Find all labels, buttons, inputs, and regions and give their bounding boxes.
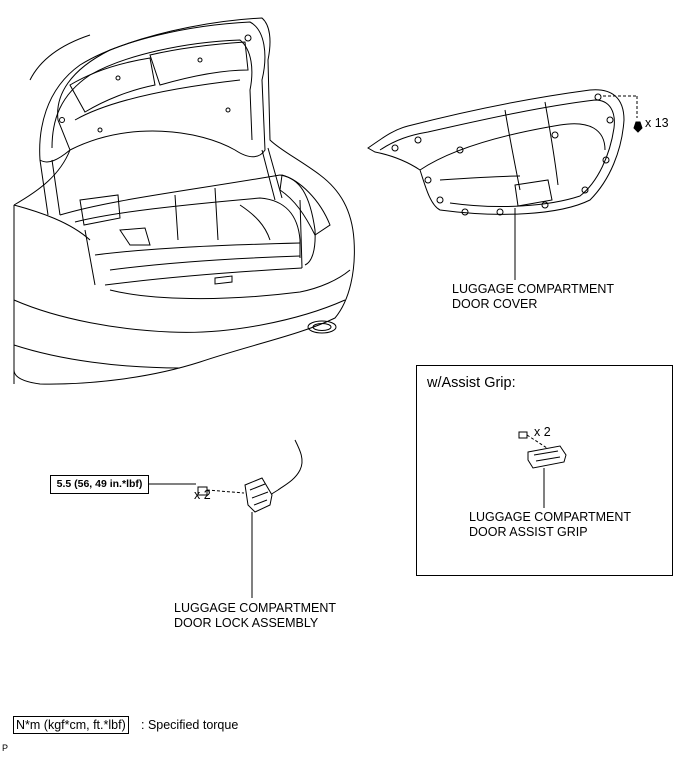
lock-bolt-count: x 2	[194, 488, 211, 502]
assist-grip-label-line2: DOOR ASSIST GRIP	[469, 525, 588, 539]
assist-grip-label: LUGGAGE COMPARTMENT DOOR ASSIST GRIP	[469, 510, 631, 540]
door-lock-label-line2: DOOR LOCK ASSEMBLY	[174, 616, 319, 630]
grip-screw-count: x 2	[534, 425, 551, 439]
door-cover-illustration	[367, 89, 643, 280]
door-lock-label-line1: LUGGAGE COMPARTMENT	[174, 601, 337, 615]
legend-torque-box: N*m (kgf*cm, ft.*lbf)	[13, 716, 129, 734]
torque-spec-box: 5.5 (56, 49 in.*lbf)	[50, 475, 149, 494]
inset-title: w/Assist Grip:	[427, 375, 516, 391]
door-lock-label: LUGGAGE COMPARTMENT DOOR LOCK ASSEMBLY	[174, 601, 336, 631]
assist-grip-illustration	[518, 431, 567, 508]
car-rear-illustration	[13, 17, 355, 385]
door-cover-label: LUGGAGE COMPARTMENT DOOR COVER	[452, 282, 614, 312]
door-cover-label-line1: LUGGAGE COMPARTMENT	[452, 282, 615, 296]
door-cover-label-line2: DOOR COVER	[452, 297, 538, 311]
page-code: P	[2, 743, 9, 753]
clip-count: x 13	[645, 116, 669, 130]
legend-description: : Specified torque	[141, 718, 239, 732]
door-lock-illustration	[148, 439, 303, 598]
assist-grip-inset: w/Assist Grip:	[416, 365, 673, 576]
assist-grip-label-line1: LUGGAGE COMPARTMENT	[469, 510, 632, 524]
